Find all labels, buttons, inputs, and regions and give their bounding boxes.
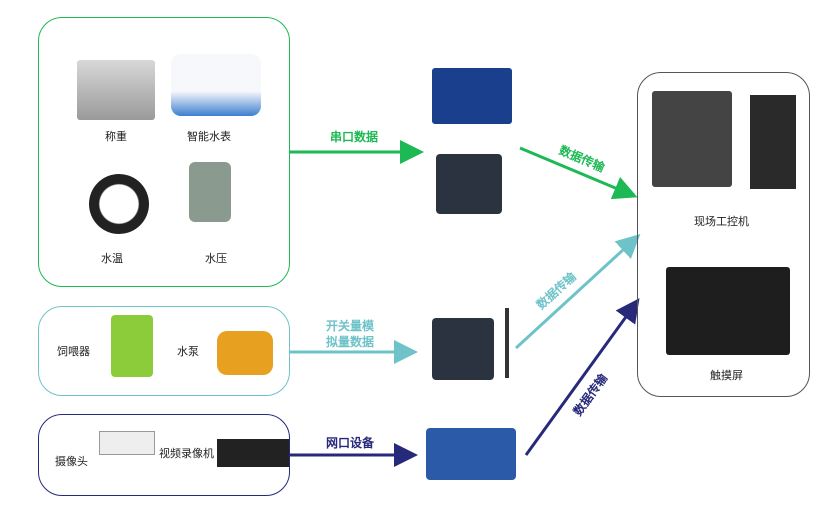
edge-label-io-line1: 开关量模 (326, 319, 375, 333)
sensor-group: 称重 智能水表 水温 水压 (38, 17, 290, 287)
feeder-image (111, 315, 153, 377)
touchscreen-image (666, 267, 790, 355)
nvr-image (217, 439, 289, 467)
pressure-gauge-image (189, 162, 231, 222)
thermometer-image (89, 174, 149, 234)
water-pump-image (217, 331, 273, 375)
arrow-transfer-teal (514, 233, 641, 350)
edge-label-serial: 串口数据 (330, 130, 379, 144)
industrial-pc-image (652, 91, 732, 187)
label-water-pump: 水泵 (177, 345, 199, 358)
io-controller-image (432, 318, 494, 380)
label-feeder: 饲喂器 (57, 345, 90, 358)
actuator-group: 饲喂器 水泵 (38, 306, 290, 396)
water-meter-image (171, 54, 261, 116)
serial-converter-image (436, 154, 502, 214)
label-touchscreen: 触摸屏 (710, 369, 743, 382)
load-cell-image (77, 60, 155, 120)
label-video-recorder: 视频录像机 (159, 447, 214, 460)
serial-server-image (432, 68, 512, 124)
label-water-temperature: 水温 (101, 252, 123, 265)
antenna-image (505, 308, 509, 378)
label-field-pc: 现场工控机 (694, 215, 749, 228)
camera-image (99, 431, 155, 455)
edge-label-io-line2: 拟量数据 (326, 335, 375, 349)
pc-chassis-image (750, 95, 796, 189)
edge-label-ethernet: 网口设备 (326, 436, 375, 450)
arrow-transfer-navy (524, 298, 640, 456)
label-weighing: 称重 (105, 130, 127, 143)
video-group: 摄像头 视频录像机 (38, 414, 290, 496)
arrow-transfer-green (519, 146, 638, 200)
label-water-pressure: 水压 (205, 252, 227, 265)
industrial-router-image (426, 428, 516, 480)
label-smart-water-meter: 智能水表 (187, 130, 231, 143)
label-camera: 摄像头 (55, 455, 88, 468)
terminal-group: 现场工控机 触摸屏 (637, 72, 810, 397)
